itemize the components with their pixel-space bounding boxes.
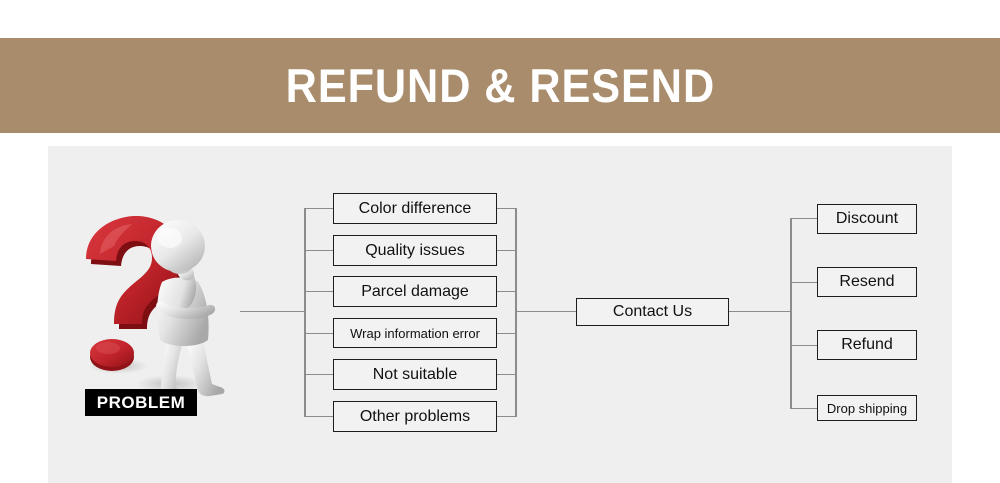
problem-box-label: Color difference bbox=[358, 199, 472, 217]
solution-box-drop-shipping[interactable]: Drop shipping bbox=[817, 395, 917, 421]
connector-problems-trunk bbox=[304, 208, 306, 416]
connector-problem-out-4 bbox=[497, 333, 517, 335]
connector-solution-3 bbox=[790, 345, 818, 347]
problem-box-label: Other problems bbox=[359, 407, 471, 425]
page-banner: REFUND & RESEND bbox=[0, 38, 1000, 133]
solution-box-label: Resend bbox=[839, 273, 895, 290]
connector-problem-6 bbox=[304, 416, 334, 418]
problem-box-label: Wrap information error bbox=[350, 325, 480, 341]
connector-problem-2 bbox=[304, 250, 334, 252]
connector-contact-out bbox=[729, 311, 791, 313]
solution-box-label: Discount bbox=[835, 210, 899, 227]
solution-box-label: Refund bbox=[841, 336, 893, 353]
connector-solution-4 bbox=[790, 408, 818, 410]
problem-box-quality-issues[interactable]: Quality issues bbox=[333, 235, 497, 266]
connector-problem-3 bbox=[304, 291, 334, 293]
page-title: REFUND & RESEND bbox=[285, 59, 715, 112]
problem-box-wrap-information-error[interactable]: Wrap information error bbox=[333, 318, 497, 348]
problem-box-label: Parcel damage bbox=[361, 282, 469, 300]
connector-solution-2 bbox=[790, 282, 818, 284]
connector-problem-out-3 bbox=[497, 291, 517, 293]
problem-label-badge: PROBLEM bbox=[85, 389, 197, 416]
problem-box-not-suitable[interactable]: Not suitable bbox=[333, 359, 497, 390]
solution-box-resend[interactable]: Resend bbox=[817, 267, 917, 297]
problem-illustration bbox=[70, 214, 235, 422]
connector-problem-out-6 bbox=[497, 416, 517, 418]
connector-contact-in bbox=[515, 311, 577, 313]
contact-us-box[interactable]: Contact Us bbox=[576, 298, 729, 326]
problem-box-label: Quality issues bbox=[365, 241, 465, 259]
solution-box-discount[interactable]: Discount bbox=[817, 204, 917, 234]
solution-box-label: Drop shipping bbox=[826, 400, 908, 416]
connector-problem-out-2 bbox=[497, 250, 517, 252]
solution-box-refund[interactable]: Refund bbox=[817, 330, 917, 360]
connector-problem-out-5 bbox=[497, 374, 517, 376]
connector-solutions-trunk bbox=[790, 218, 792, 408]
connector-problem-4 bbox=[304, 333, 334, 335]
connector-problem-out-1 bbox=[497, 208, 517, 210]
problem-box-label: Not suitable bbox=[372, 365, 458, 383]
problem-label-text: PROBLEM bbox=[96, 392, 186, 412]
connector-root-stub bbox=[240, 311, 306, 313]
problem-box-color-difference[interactable]: Color difference bbox=[333, 193, 497, 224]
contact-us-label: Contact Us bbox=[612, 303, 693, 320]
thinking-figure-icon bbox=[151, 220, 225, 398]
connector-problem-1 bbox=[304, 208, 334, 210]
connector-problem-5 bbox=[304, 374, 334, 376]
problem-box-other-problems[interactable]: Other problems bbox=[333, 401, 497, 432]
problem-box-parcel-damage[interactable]: Parcel damage bbox=[333, 276, 497, 307]
connector-solution-1 bbox=[790, 218, 818, 220]
